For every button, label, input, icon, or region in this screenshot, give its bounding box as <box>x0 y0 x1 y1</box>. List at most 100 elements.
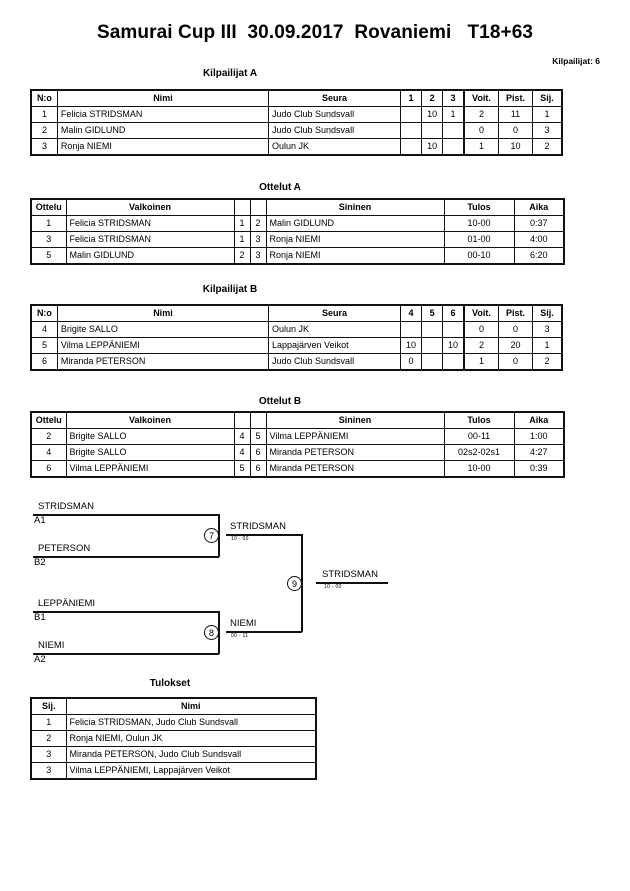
cell-wins: 0 <box>462 122 500 139</box>
table-row: 3 Ronja NIEMI Oulun JK 10 1 10 2 <box>30 138 563 156</box>
cell-white: Brigite SALLO <box>65 444 235 461</box>
cell-name: Felicia STRIDSMAN <box>56 106 270 123</box>
col-match-id: Ottelu <box>30 198 67 216</box>
cell-time: 4:27 <box>513 444 565 461</box>
table-row: 1 Felicia STRIDSMAN Judo Club Sundsvall … <box>30 106 563 123</box>
table-row: 6 Vilma LEPPÄNIEMI 5 6 Miranda PETERSON … <box>30 460 565 478</box>
cell-points: 10 <box>498 138 533 156</box>
cell-name: Miranda PETERSON, Judo Club Sundsvall <box>65 746 317 763</box>
cell-rank: 3 <box>30 762 67 780</box>
col-wins: Voit. <box>462 304 500 322</box>
bracket-slot-rule <box>33 653 219 655</box>
cell-result: 10-00 <box>443 215 515 232</box>
cell-white-no: 1 <box>233 215 251 232</box>
col-m1: 1 <box>399 89 423 107</box>
cell-white-no: 5 <box>233 460 251 478</box>
cell-blue-no: 3 <box>249 231 267 248</box>
cell-name: Miranda PETERSON <box>56 353 270 371</box>
col-white: Valkoinen <box>65 198 235 216</box>
col-time: Aika <box>513 198 565 216</box>
cell-m5 <box>421 337 444 354</box>
cell-no: 6 <box>30 353 58 371</box>
col-match-id: Ottelu <box>30 411 67 429</box>
cell-m2: 10 <box>421 106 444 123</box>
cell-white: Felicia STRIDSMAN <box>65 231 235 248</box>
cell-rank: 2 <box>531 353 563 371</box>
cell-white: Malin GIDLUND <box>65 247 235 265</box>
cell-time: 1:00 <box>513 428 565 445</box>
col-rank: Sij. <box>531 304 563 322</box>
cell-white-no: 2 <box>233 247 251 265</box>
table-row: 3 Vilma LEPPÄNIEMI, Lappajärven Veikot <box>30 762 317 780</box>
bracket-slot-rule <box>33 514 219 516</box>
cell-m3 <box>442 122 465 139</box>
bracket-match-number: 7 <box>204 528 219 543</box>
col-blue-no <box>249 198 267 216</box>
cell-result: 01-00 <box>443 231 515 248</box>
cell-match-id: 5 <box>30 247 67 265</box>
col-name: Nimi <box>56 304 270 322</box>
cell-rank: 2 <box>531 138 563 156</box>
col-white-no <box>233 411 251 429</box>
cell-time: 4:00 <box>513 231 565 248</box>
page-title: Samurai Cup III 30.09.2017 Rovaniemi T18… <box>96 22 534 43</box>
cell-m4: 0 <box>399 353 423 371</box>
table-header-row: Ottelu Valkoinen Sininen Tulos Aika <box>30 198 565 216</box>
cell-points: 0 <box>498 353 533 371</box>
col-result: Tulos <box>443 198 515 216</box>
table-row: 2 Malin GIDLUND Judo Club Sundsvall 0 0 … <box>30 122 563 139</box>
cell-m5 <box>421 353 444 371</box>
competitor-count-label: Kilpailijat: 6 <box>552 56 600 66</box>
bracket-slot-seed: B1 <box>34 612 46 623</box>
col-white-no <box>233 198 251 216</box>
col-rank: Sij. <box>30 697 67 715</box>
table-row: 2 Ronja NIEMI, Oulun JK <box>30 730 317 747</box>
col-club: Seura <box>268 304 401 322</box>
table-row: 1 Felicia STRIDSMAN 1 2 Malin GIDLUND 10… <box>30 215 565 232</box>
table-row: 4 Brigite SALLO 4 6 Miranda PETERSON 02s… <box>30 444 565 461</box>
bracket-slot-name: NIEMI <box>38 640 65 651</box>
table-header-row: Sij. Nimi <box>30 697 317 715</box>
cell-white-no: 1 <box>233 231 251 248</box>
cell-points: 20 <box>498 337 533 354</box>
bracket-match-score: 10 - 00 <box>324 584 342 590</box>
cell-result: 00-10 <box>443 247 515 265</box>
cell-name: Vilma LEPPÄNIEMI, Lappajärven Veikot <box>65 762 317 780</box>
caption-results: Tulokset <box>149 678 191 689</box>
caption-matches-b: Ottelut B <box>258 396 302 407</box>
table-header-row: Ottelu Valkoinen Sininen Tulos Aika <box>30 411 565 429</box>
cell-result: 02s2-02s1 <box>443 444 515 461</box>
cell-blue: Ronja NIEMI <box>265 231 445 248</box>
bracket-slot-name: LEPPÄNIEMI <box>38 598 96 609</box>
cell-blue: Malin GIDLUND <box>265 215 445 232</box>
cell-blue: Ronja NIEMI <box>265 247 445 265</box>
table-row: 3 Miranda PETERSON, Judo Club Sundsvall <box>30 746 317 763</box>
cell-match-id: 2 <box>30 428 67 445</box>
cell-blue-no: 3 <box>249 247 267 265</box>
col-no: N:o <box>30 304 58 322</box>
cell-blue: Miranda PETERSON <box>265 444 445 461</box>
cell-no: 3 <box>30 138 58 156</box>
caption-pool-b: Kilpailijat B <box>202 284 258 295</box>
col-m6: 6 <box>442 304 465 322</box>
bracket-winner-rule <box>226 631 302 633</box>
cell-club: Oulun JK <box>268 138 401 156</box>
bracket-slot-rule <box>33 611 219 613</box>
cell-name: Malin GIDLUND <box>56 122 270 139</box>
cell-match-id: 3 <box>30 231 67 248</box>
cell-wins: 2 <box>462 337 500 354</box>
table-header-row: N:o Nimi Seura 1 2 3 Voit. Pist. Sij. <box>30 89 563 107</box>
cell-name: Ronja NIEMI, Oulun JK <box>65 730 317 747</box>
cell-rank: 3 <box>30 746 67 763</box>
cell-wins: 2 <box>462 106 500 123</box>
cell-blue-no: 6 <box>249 460 267 478</box>
col-no: N:o <box>30 89 58 107</box>
cell-time: 6:20 <box>513 247 565 265</box>
cell-white-no: 4 <box>233 428 251 445</box>
cell-wins: 0 <box>462 321 500 338</box>
col-rank: Sij. <box>531 89 563 107</box>
col-wins: Voit. <box>462 89 500 107</box>
col-name: Nimi <box>65 697 317 715</box>
col-name: Nimi <box>56 89 270 107</box>
cell-white-no: 4 <box>233 444 251 461</box>
